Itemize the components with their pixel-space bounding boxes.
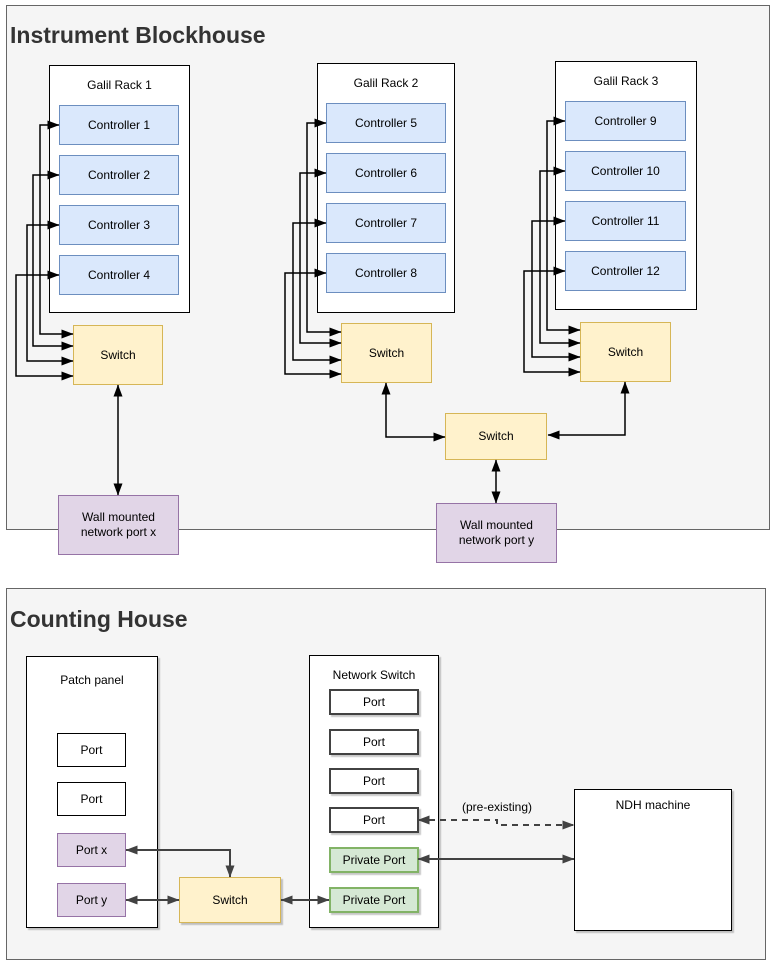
galil-rack-1-label: Galil Rack 1 [87,78,152,92]
private-port-1: Private Port [329,847,419,873]
wall-network-port-y: Wall mounted network port y [436,503,557,563]
controller-9: Controller 9 [565,101,686,141]
galil-rack-3-label: Galil Rack 3 [593,74,659,88]
network-switch-port-1: Port [329,689,419,715]
controller-10: Controller 10 [565,151,686,191]
controller-8: Controller 8 [326,253,446,293]
central-switch: Switch [445,413,547,460]
network-switch-label: Network Switch [332,668,416,682]
controller-4: Controller 4 [59,255,179,295]
patch-panel-label: Patch panel [60,673,124,687]
counting-house-title: Counting House [10,606,188,632]
controller-5: Controller 5 [326,103,446,143]
controller-1: Controller 1 [59,105,179,145]
rack-1-switch: Switch [73,325,163,385]
controller-12: Controller 12 [565,251,686,291]
pre-existing-label: (pre-existing) [461,800,533,814]
network-switch-port-2: Port [329,729,419,755]
controller-6: Controller 6 [326,153,446,193]
ndh-machine: NDH machine [574,789,732,931]
wall-network-port-x: Wall mounted network port x [58,495,179,555]
patch-port-y: Port y [57,883,126,917]
controller-11: Controller 11 [565,201,686,241]
patch-port-x: Port x [57,833,126,867]
controller-2: Controller 2 [59,155,179,195]
controller-3: Controller 3 [59,205,179,245]
rack-2-switch: Switch [341,323,432,383]
galil-rack-2-label: Galil Rack 2 [353,76,419,90]
counting-house-switch: Switch [179,877,281,923]
private-port-2: Private Port [329,887,419,913]
ndh-machine-label: NDH machine [615,798,691,812]
instrument-blockhouse-title: Instrument Blockhouse [10,22,266,48]
patch-port-1: Port [57,733,126,767]
network-switch-port-3: Port [329,768,419,794]
rack-3-switch: Switch [580,322,671,382]
patch-port-2: Port [57,782,126,816]
network-switch-port-4: Port [329,807,419,833]
controller-7: Controller 7 [326,203,446,243]
